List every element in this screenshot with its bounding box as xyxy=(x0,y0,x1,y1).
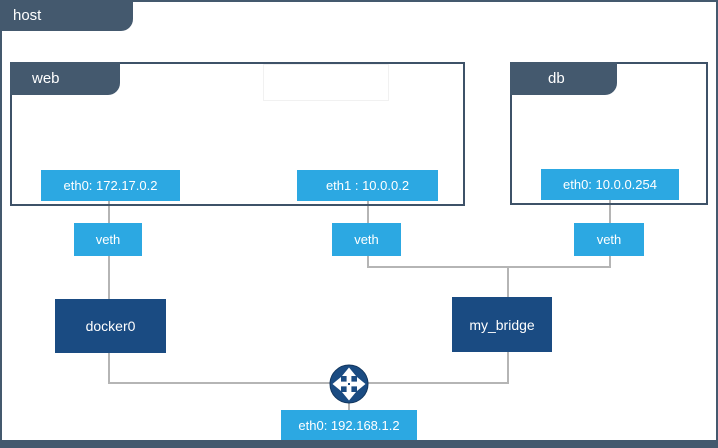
veth-box-db-eth0: veth xyxy=(574,223,644,256)
db-eth0-interface-label: eth0: 10.0.0.254 xyxy=(541,169,679,200)
connector-mid-horizontal xyxy=(367,266,611,268)
connector-db-eth0-veth xyxy=(609,200,611,223)
connector-veth3-join xyxy=(609,256,611,268)
connector-join-mybridge xyxy=(507,267,509,297)
connector-mybridge-router xyxy=(507,352,509,383)
web-eth0-interface-label: eth0: 172.17.0.2 xyxy=(41,170,180,201)
faint-overlay-rectangle xyxy=(263,64,389,101)
veth-box-web-eth1: veth xyxy=(332,223,401,256)
veth-box-docker0: veth xyxy=(74,223,142,256)
bottom-bar xyxy=(0,440,718,448)
connector-veth-docker0 xyxy=(108,256,110,299)
db-container-label: db xyxy=(548,70,565,87)
router-icon xyxy=(329,364,369,404)
connector-web-eth0-veth xyxy=(108,201,110,223)
connector-docker0-router xyxy=(108,353,110,384)
host-label: host xyxy=(13,7,42,24)
host-tab: host xyxy=(0,0,133,31)
web-eth1-interface-label: eth1 : 10.0.0.2 xyxy=(297,170,438,201)
docker0-bridge-box: docker0 xyxy=(55,299,166,353)
web-container-label: web xyxy=(32,70,60,87)
web-container-box xyxy=(10,62,465,206)
connector-web-eth1-veth xyxy=(367,201,369,223)
host-eth0-interface-label: eth0: 192.168.1.2 xyxy=(281,410,417,440)
my-bridge-box: my_bridge xyxy=(452,297,552,352)
connector-bottom-horizontal xyxy=(108,382,509,384)
db-container-tab: db xyxy=(510,62,617,95)
connector-veth2-join xyxy=(367,256,369,268)
web-container-tab: web xyxy=(10,62,120,95)
connector-router-hosteth0 xyxy=(348,403,350,410)
